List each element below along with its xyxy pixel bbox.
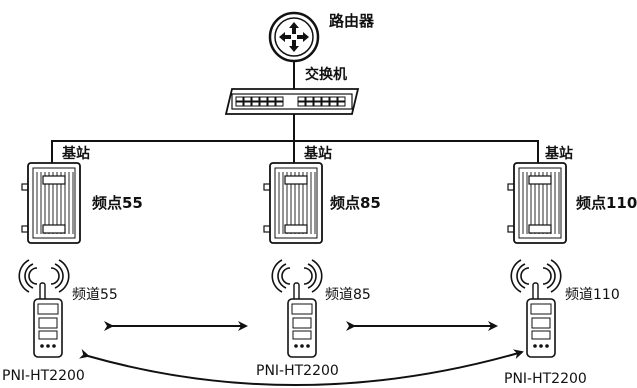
router-label: 路由器	[329, 12, 375, 30]
walkie-talkie-icon-3	[526, 282, 556, 358]
channel-label-3: 频道110	[565, 287, 620, 303]
base-station-label-1: 基站	[62, 146, 90, 162]
radio-model-label-3: PNI-HT2200	[504, 371, 587, 387]
walkie-talkie-icon-2	[287, 282, 317, 358]
radio-model-label-1: PNI-HT2200	[2, 368, 85, 384]
router-icon	[268, 11, 320, 63]
channel-label-1: 频道55	[72, 287, 118, 303]
roam-arrow-1-3	[78, 349, 524, 386]
base-station-label-2: 基站	[304, 146, 332, 162]
switch-icon	[224, 88, 360, 115]
channel-label-2: 频道85	[325, 287, 371, 303]
base-station-icon-1	[21, 162, 81, 244]
backbone-links	[51, 114, 539, 164]
switch-label: 交换机	[305, 67, 347, 83]
walkie-talkie-icon-1	[33, 282, 63, 358]
radio-waves-icon-3	[510, 259, 562, 293]
freq-label-2: 频点85	[330, 194, 381, 212]
base-station-label-3: 基站	[545, 146, 573, 162]
radio-waves-icon-2	[271, 259, 323, 293]
freq-label-3: 频点110	[576, 194, 637, 212]
radio-waves-icon-1	[18, 259, 70, 293]
freq-label-1: 频点55	[92, 194, 143, 212]
base-station-icon-3	[507, 162, 567, 244]
base-station-icon-2	[263, 162, 323, 244]
radio-model-label-2: PNI-HT2200	[256, 363, 339, 379]
